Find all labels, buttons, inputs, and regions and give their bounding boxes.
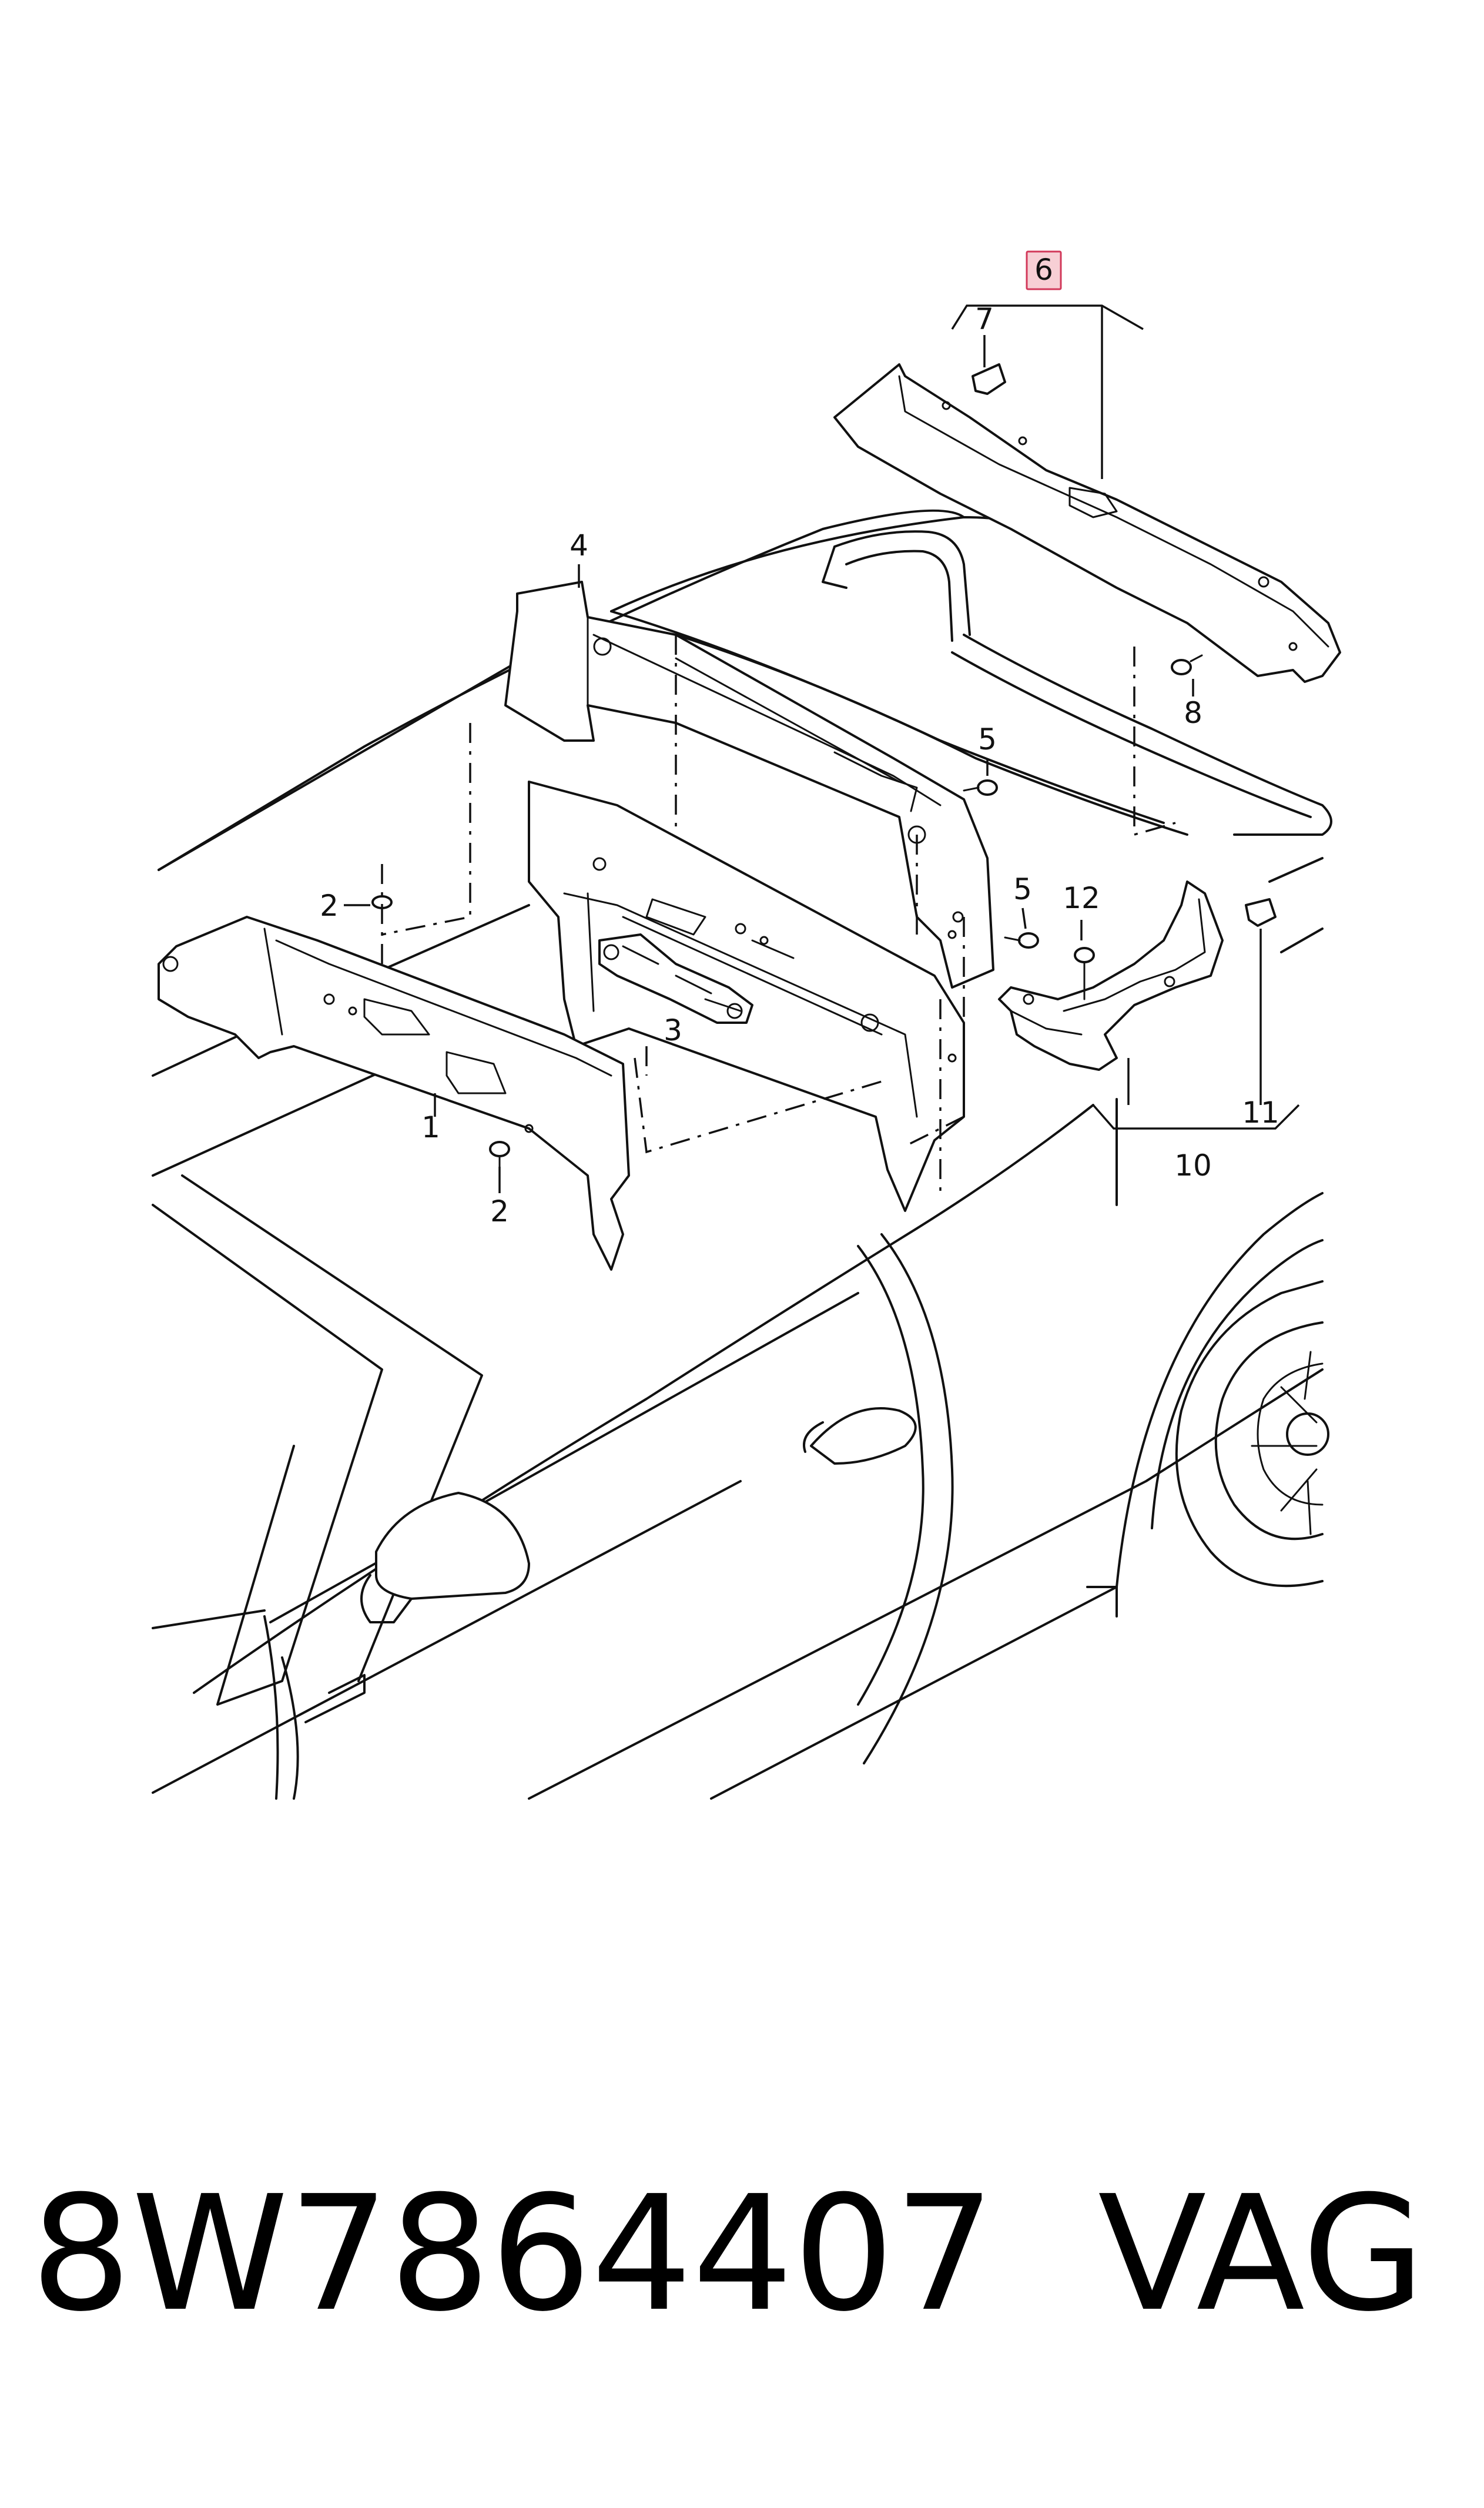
brand-label: VAG (1098, 2161, 1425, 2346)
callout-5-upper: 5 (978, 722, 997, 756)
part-12-fastener (1074, 947, 1095, 1000)
callout-6: 6 (1034, 253, 1053, 287)
part-11-clip (1245, 898, 1277, 927)
part-7-clip (972, 363, 1006, 395)
callout-5-lower: 5 (1013, 872, 1032, 906)
part-1-lower-trim (158, 916, 630, 1271)
callout-6-highlight (1026, 250, 1062, 290)
callout-4: 4 (570, 528, 588, 562)
callout-12: 12 (1063, 881, 1100, 915)
part-5-fastener-upper (963, 779, 998, 796)
callout-3: 3 (664, 1013, 682, 1047)
part-10-bracket (998, 880, 1224, 1071)
callout-1: 1 (421, 1110, 440, 1144)
callout-7: 7 (975, 302, 994, 336)
leader-lines (344, 304, 1300, 1193)
part-5-fastener-lower (1004, 932, 1039, 949)
part-3-inner-panel (528, 781, 965, 1212)
callout-8: 8 (1184, 696, 1202, 730)
callout-11: 11 (1242, 1096, 1279, 1130)
callout-labels: 1 2 2 3 4 5 5 6 7 8 10 11 12 (320, 253, 1279, 1228)
part-8-fastener (1171, 654, 1203, 675)
assembly-lines (381, 635, 1176, 1193)
callout-2-lower: 2 (490, 1194, 509, 1228)
callout-2-upper: 2 (320, 889, 339, 923)
part-6-upper-rail (833, 363, 1341, 683)
callout-10: 10 (1174, 1148, 1212, 1183)
part-2-fastener-lower (489, 1141, 510, 1168)
part-number: 8W7864407 (31, 2161, 996, 2346)
